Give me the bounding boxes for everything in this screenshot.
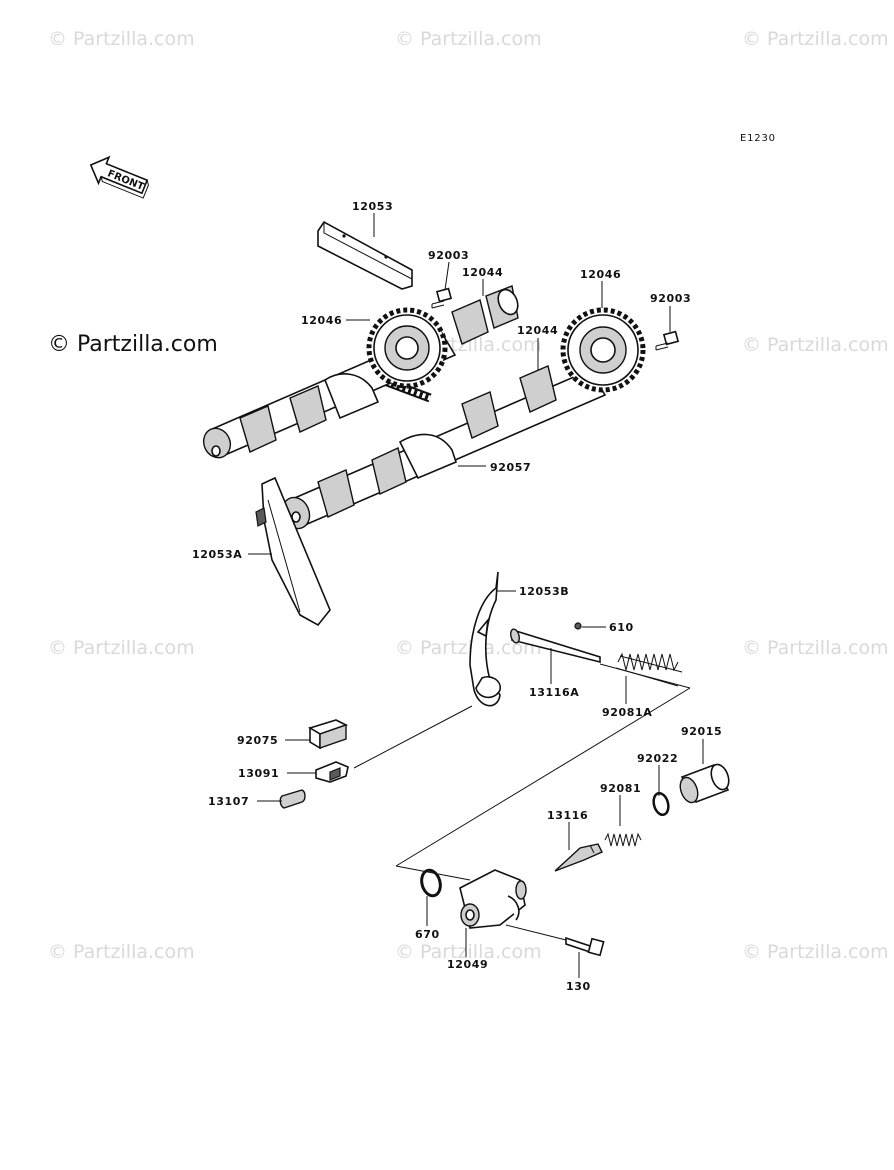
label-92003-left: 92003: [428, 249, 469, 262]
label-12044-right: 12044: [517, 324, 558, 337]
label-12053B: 12053B: [519, 585, 569, 598]
watermark: © Partzilla.com: [742, 28, 889, 50]
label-13091: 13091: [238, 767, 279, 780]
sprocket-lower: [560, 307, 646, 393]
tensioner-guide: [469, 571, 501, 707]
watermark: © Partzilla.com: [395, 28, 542, 50]
label-92015: 92015: [681, 725, 722, 738]
watermark: © Partzilla.com: [742, 941, 889, 963]
sprocket-upper: [366, 307, 448, 389]
plunger-13116: [554, 843, 603, 872]
label-610: 610: [609, 621, 634, 634]
label-92057: 92057: [490, 461, 531, 474]
watermark: © Partzilla.com: [742, 637, 889, 659]
label-12044-upper: 12044: [462, 266, 503, 279]
diagram-code: E1230: [740, 133, 776, 144]
watermark-layer: © Partzilla.com © Partzilla.com © Partzi…: [48, 28, 889, 963]
watermark: © Partzilla.com: [48, 941, 195, 963]
watermark: © Partzilla.com: [48, 637, 195, 659]
watermark: © Partzilla.com: [742, 334, 889, 356]
label-92022: 92022: [637, 752, 678, 765]
label-13107: 13107: [208, 795, 249, 808]
label-130: 130: [566, 980, 591, 993]
watermark: © Partzilla.com: [395, 637, 542, 659]
cap-92015: [679, 763, 730, 804]
label-12053A: 12053A: [192, 548, 242, 561]
chain-guide-front: [255, 476, 331, 627]
label-92075: 92075: [237, 734, 278, 747]
spring-lower: [604, 832, 642, 847]
watermark: © Partzilla.com: [48, 28, 195, 50]
label-12046-left: 12046: [301, 314, 342, 327]
upper-chain-guide: [317, 220, 413, 290]
front-arrow-icon: FRONT: [89, 155, 149, 199]
label-13116A: 13116A: [529, 686, 579, 699]
label-92081A: 92081A: [602, 706, 652, 719]
watermark: © Partzilla.com: [395, 941, 542, 963]
label-92003-right: 92003: [650, 292, 691, 305]
bolt-right: [655, 330, 680, 351]
leader-lines: [248, 213, 704, 978]
label-12053: 12053: [352, 200, 393, 213]
washer-92022: [652, 791, 670, 817]
watermark-strong: © Partzilla.com: [48, 332, 218, 357]
label-13116: 13116: [547, 809, 588, 822]
pin-13107: [279, 789, 306, 809]
label-670: 670: [415, 928, 440, 941]
bolt-left: [431, 287, 453, 309]
label-92081: 92081: [600, 782, 641, 795]
part-labels: 12053 92003 12044 12046 92003 12046 1204…: [192, 200, 722, 993]
tensioner-pin: [510, 622, 601, 664]
o-ring: [420, 868, 442, 898]
assembly-lines: [353, 663, 691, 941]
label-12046-right: 12046: [580, 268, 621, 281]
clip-13091: [315, 761, 349, 783]
block-92075: [308, 719, 349, 750]
bolt-130: [565, 936, 605, 957]
tensioner-body: [459, 869, 527, 929]
label-12049: 12049: [447, 958, 488, 971]
camshaft-lower: [281, 365, 607, 530]
